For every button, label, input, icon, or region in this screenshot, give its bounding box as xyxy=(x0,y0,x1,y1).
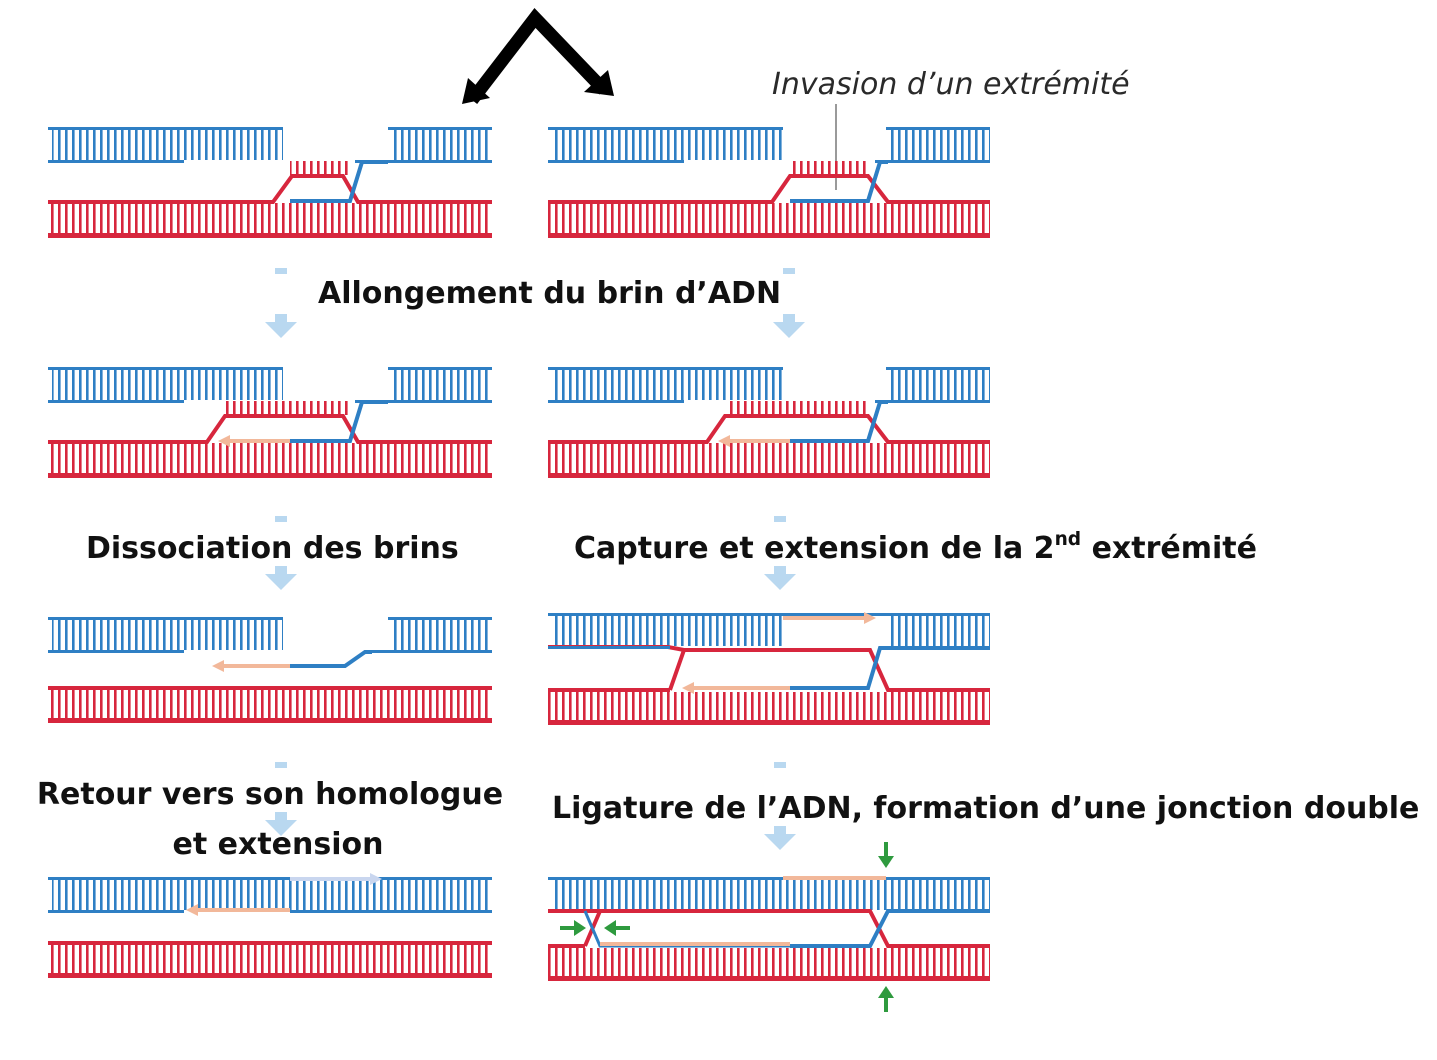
arrowhead-left-icon xyxy=(462,78,490,104)
label-capture-tail: extrémité xyxy=(1081,531,1257,566)
invading-strand xyxy=(290,160,388,203)
flow-arrows xyxy=(265,268,805,850)
flow-arrow-icon xyxy=(265,516,297,590)
junction-arrow-icon xyxy=(604,920,630,936)
label-retour-line1: Retour vers son homologue xyxy=(36,777,504,812)
label-dissociation: Dissociation des brins xyxy=(86,531,459,566)
flow-arrow-icon xyxy=(265,762,297,836)
red-duplex xyxy=(48,174,492,238)
flow-arrow-icon xyxy=(773,268,805,338)
label-ligature: Ligature de l’ADN, formation d’une jonct… xyxy=(552,791,1420,826)
panel-invasion-right xyxy=(548,127,990,238)
split-arrow-icon xyxy=(466,8,609,104)
label-invasion: Invasion d’un extrémité xyxy=(772,67,1130,102)
junction-arrow-icon xyxy=(560,920,586,936)
panel-capture xyxy=(548,612,990,725)
blue-duplex-right xyxy=(355,127,492,163)
panel-ligature xyxy=(548,842,990,1012)
label-allongement: Allongement du brin d’ADN xyxy=(318,276,782,311)
label-capture: Capture et extension de la 2nd extrémité xyxy=(574,530,1257,566)
panel-elongation-left xyxy=(48,367,492,478)
arrowhead-right-icon xyxy=(584,70,614,96)
flow-arrow-icon xyxy=(764,762,796,850)
panel-dissociation xyxy=(48,617,492,723)
junction-arrow-icon xyxy=(878,842,894,868)
flow-arrow-icon xyxy=(764,516,796,590)
flow-arrow-icon xyxy=(265,268,297,338)
label-retour-line2: et extension xyxy=(172,827,384,862)
panel-invasion-left xyxy=(48,127,492,238)
label-capture-main: Capture et extension de la 2 xyxy=(574,531,1055,566)
panel-return xyxy=(48,873,492,978)
junction-arrow-icon xyxy=(878,986,894,1012)
panel-elongation-right xyxy=(548,367,990,478)
blue-duplex-left xyxy=(48,127,283,163)
label-capture-sup: nd xyxy=(1054,528,1082,550)
